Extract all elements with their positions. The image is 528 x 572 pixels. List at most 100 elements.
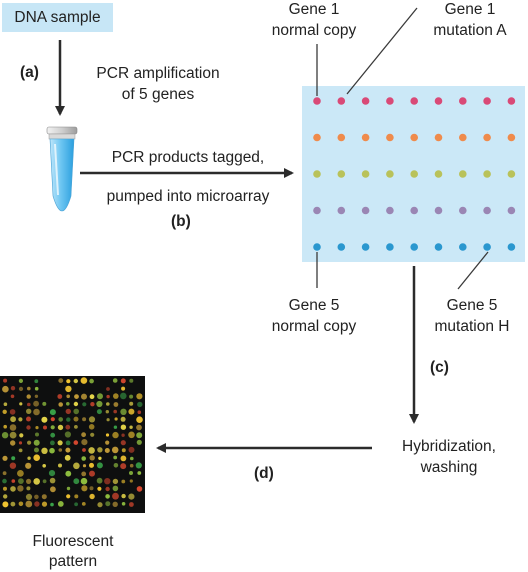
- fluorescent-spot: [58, 463, 62, 468]
- microarray-spot: [337, 206, 346, 215]
- fluorescent-spot: [65, 408, 72, 415]
- fluorescent-spot: [113, 425, 118, 429]
- fluorescent-spot: [65, 440, 71, 446]
- fluorescent-spot: [88, 416, 96, 423]
- microarray-spot: [507, 97, 516, 105]
- step-b-label: (b): [171, 213, 191, 230]
- fluorescent-spot: [41, 447, 48, 454]
- fluorescent-spot: [121, 433, 125, 437]
- microarray-dots: [313, 97, 516, 251]
- fluorescent-spot: [35, 426, 39, 430]
- fluorescent-spot: [89, 394, 95, 400]
- fluorescent-spot: [104, 448, 110, 453]
- fluorescent-spot: [33, 400, 39, 407]
- microarray-spot: [434, 206, 443, 215]
- gene1-mutation-line1: Gene 1: [444, 1, 496, 18]
- fluorescent-spot: [66, 379, 71, 384]
- fluorescent-spot: [41, 501, 48, 507]
- hybridization-line1: Hybridization,: [402, 438, 496, 455]
- fluorescent-spot: [89, 462, 94, 468]
- fluorescent-label-line2: pattern: [48, 553, 98, 570]
- microarray-spot: [459, 170, 467, 178]
- fluorescent-spot: [136, 486, 143, 492]
- fluorescent-spot: [17, 485, 24, 492]
- fluorescent-spot: [26, 478, 32, 484]
- fluorescent-spot: [49, 447, 55, 454]
- fluorescent-spot: [89, 486, 94, 491]
- fluorescent-spot: [81, 471, 87, 477]
- fluorescent-spot: [33, 439, 40, 446]
- callout-line-gene1-mutation: [346, 7, 418, 95]
- fluorescent-spot: [129, 471, 133, 475]
- fluorescent-dots: [1, 377, 143, 508]
- step-b-text-line1: PCR products tagged,: [111, 149, 265, 166]
- step-c-label: (c): [430, 359, 449, 376]
- microarray-spot: [361, 206, 370, 215]
- fluorescent-spot: [80, 477, 88, 485]
- fluorescent-spot: [9, 424, 17, 431]
- fluorescent-spot: [65, 470, 72, 477]
- microarray-spot: [386, 133, 394, 142]
- microarray-spot: [507, 206, 516, 215]
- fluorescent-spot: [89, 470, 95, 477]
- fluorescent-spot: [112, 431, 119, 439]
- fluorescent-spot: [106, 387, 110, 391]
- fluorescent-spot: [120, 408, 127, 415]
- fluorescent-spot: [34, 447, 39, 453]
- fluorescent-spot: [113, 463, 119, 468]
- fluorescent-spot: [10, 501, 16, 507]
- fluorescent-spot: [105, 410, 110, 414]
- fluorescent-spot: [129, 479, 133, 483]
- fluorescent-spot: [80, 377, 88, 384]
- fluorescent-pattern-image: [0, 376, 145, 513]
- fluorescent-spot: [136, 416, 143, 423]
- fluorescent-spot: [82, 448, 86, 452]
- fluorescent-spot: [65, 447, 71, 453]
- fluorescent-spot: [34, 501, 40, 507]
- fluorescent-spot: [137, 410, 142, 414]
- fluorescent-spot: [50, 425, 55, 430]
- fluorescent-spot: [73, 462, 80, 470]
- fluorescent-spot: [137, 401, 143, 408]
- microarray-spot: [410, 97, 418, 105]
- gene5-mutation-line2: mutation H: [434, 318, 510, 335]
- fluorescent-spot: [3, 424, 7, 429]
- fluorescent-spot: [130, 456, 134, 461]
- microarray-spot: [361, 133, 370, 142]
- microarray-spot: [483, 170, 491, 178]
- microarray-spot: [410, 133, 418, 142]
- microarray-spot: [337, 170, 346, 178]
- microarray-spot: [483, 243, 491, 251]
- fluorescent-spot: [98, 456, 102, 460]
- gene1-mutation-line2: mutation A: [433, 22, 507, 39]
- fluorescent-spot: [10, 394, 15, 399]
- fluorescent-spot: [129, 394, 134, 399]
- fluorescent-spot: [129, 425, 133, 429]
- fluorescent-spot: [90, 432, 95, 437]
- fluorescent-spot: [97, 393, 103, 400]
- fluorescent-spot: [57, 440, 63, 446]
- fluorescent-spot: [81, 502, 86, 506]
- fluorescent-spot: [137, 471, 142, 475]
- fluorescent-spot: [50, 417, 55, 422]
- fluorescent-spot: [97, 486, 102, 491]
- fluorescent-spot: [9, 409, 16, 415]
- microarray-spot: [434, 97, 443, 105]
- fluorescent-spot: [33, 408, 40, 416]
- fluorescent-spot: [2, 409, 7, 414]
- microarray-spot: [483, 133, 491, 142]
- step-d-label: (d): [254, 465, 274, 482]
- fluorescent-spot: [111, 446, 119, 454]
- fluorescent-spot: [96, 409, 102, 415]
- fluorescent-spot: [11, 479, 16, 483]
- microarray-spot: [459, 206, 467, 215]
- fluorescent-spot: [26, 408, 32, 414]
- fluorescent-spot: [128, 431, 135, 439]
- microarray-spot: [507, 243, 516, 251]
- fluorescent-spot: [129, 502, 134, 507]
- fluorescent-spot: [26, 425, 31, 430]
- microarray-spot: [313, 97, 321, 105]
- fluorescent-spot: [58, 417, 63, 422]
- fluorescent-spot: [33, 478, 40, 485]
- fluorescent-spot: [19, 433, 24, 438]
